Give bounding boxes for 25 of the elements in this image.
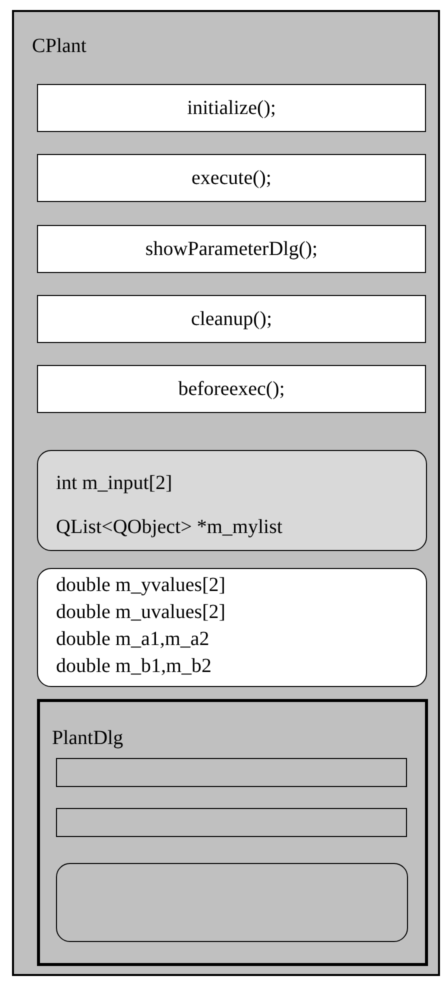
method-box	[37, 225, 426, 273]
empty-box	[56, 758, 407, 787]
method-box	[37, 365, 426, 413]
member-declaration: int m_input[2]	[56, 471, 172, 495]
class-panel	[12, 10, 440, 976]
method-name: cleanup();	[190, 307, 274, 331]
method-name: execute();	[190, 166, 272, 190]
method-box	[37, 84, 426, 132]
empty-box	[56, 808, 407, 837]
member-declaration: double m_yvalues[2]	[56, 573, 226, 597]
method-box	[37, 154, 426, 202]
method-name: beforeexec();	[177, 377, 286, 401]
member-box	[37, 450, 427, 551]
method-name: showParameterDlg();	[144, 237, 319, 261]
method-name: initialize();	[186, 96, 277, 120]
member-declaration: double m_a1,m_a2	[56, 627, 210, 651]
member-declaration: QList<QObject> *m_mylist	[56, 515, 282, 539]
heading: PlantDlg	[52, 726, 124, 750]
member-declaration: double m_b1,m_b2	[56, 654, 212, 678]
member-declaration: double m_uvalues[2]	[56, 600, 226, 624]
method-box	[37, 295, 426, 343]
member-box	[37, 568, 427, 687]
dialog-panel	[37, 699, 428, 966]
empty-box	[56, 863, 408, 942]
heading: CPlant	[32, 34, 86, 58]
